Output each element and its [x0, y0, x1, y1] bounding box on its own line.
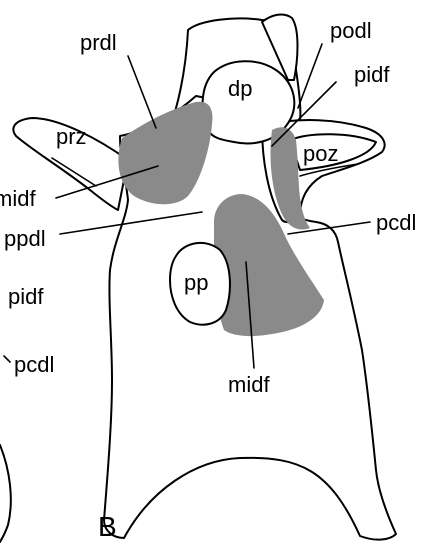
leader-podl [298, 44, 322, 108]
panel-letter: B [98, 511, 117, 542]
leader-prdl [128, 56, 156, 128]
label-poz: poz [303, 141, 338, 166]
label-dp: dp [228, 76, 252, 101]
label-left-pidf: pidf [8, 284, 44, 309]
label-left-pcdl: pcdl [14, 352, 54, 377]
label-prdl: prdl [80, 30, 117, 55]
label-midf-left: midf [0, 186, 36, 211]
leader-left-pcdl [4, 356, 10, 362]
label-prz: prz [56, 124, 87, 149]
label-podl: podl [330, 18, 372, 43]
label-pcdl: pcdl [376, 210, 416, 235]
label-midf: midf [228, 372, 270, 397]
label-pidf: pidf [354, 62, 390, 87]
label-pp: pp [184, 270, 208, 295]
label-ppdl: ppdl [4, 226, 46, 251]
adjacent-vertebra-edge [0, 445, 11, 542]
